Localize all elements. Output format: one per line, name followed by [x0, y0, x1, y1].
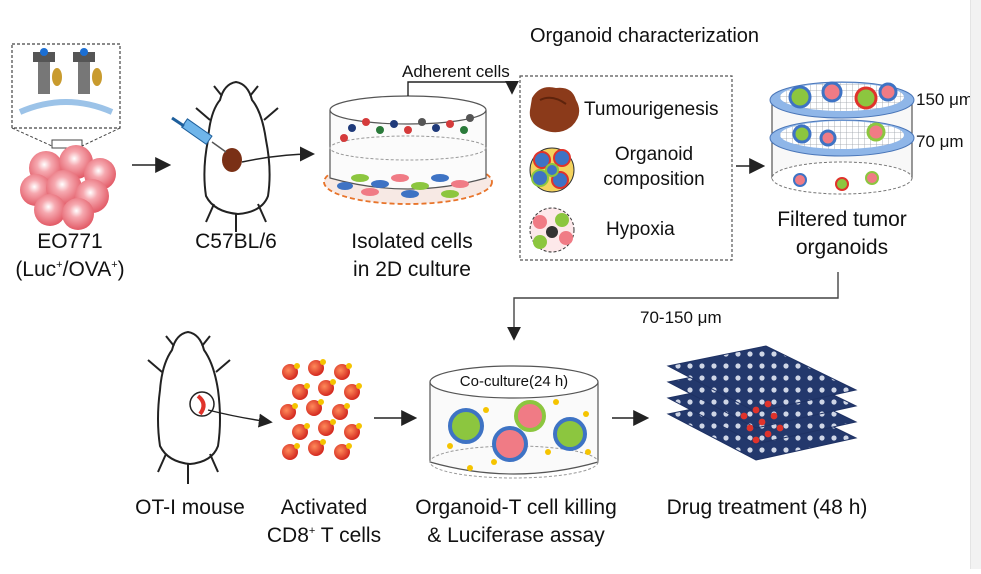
t-cell — [280, 404, 296, 420]
coculture-t-cells — [447, 399, 591, 471]
large-organoids — [788, 81, 898, 110]
t-cell — [334, 364, 350, 380]
eo771-cell-cluster — [20, 145, 116, 230]
syringe-icon — [171, 116, 227, 153]
t-cell-marker — [292, 403, 298, 409]
t-cell — [306, 400, 322, 416]
eo771-name: EO771 — [37, 230, 103, 253]
medium-organoids — [792, 122, 886, 147]
t-cell — [318, 380, 334, 396]
size-range-label: 70-150 μm — [640, 308, 722, 327]
adherent-cells-layer — [337, 174, 469, 198]
t-cell — [308, 360, 324, 376]
filtered-label: Filtered tumor organoids — [777, 208, 907, 259]
cd8-line: CD8+ T cells — [266, 524, 382, 547]
t-cell-marker — [330, 379, 336, 385]
t-cell — [292, 384, 308, 400]
tumourigenesis-label: Tumourigenesis — [584, 99, 719, 120]
t-cell-marker — [294, 443, 300, 449]
activated-label: Activated CD8+ T cells — [262, 494, 386, 550]
adherent-label: Adherent cells — [402, 62, 510, 81]
composition-label: Organoid composition — [603, 144, 705, 190]
drug-plates — [666, 345, 858, 461]
ot1-label: OT-I mouse — [135, 496, 245, 519]
eo771-label: EO771 (Luc+/OVA+) — [12, 228, 128, 284]
mesh-70-label: 70 μm — [916, 132, 964, 151]
hypoxia-icon — [529, 207, 575, 253]
t-cell-marker — [294, 363, 300, 369]
t-cell — [282, 444, 298, 460]
t-cell-marker — [356, 383, 362, 389]
size-arrow — [507, 272, 839, 341]
vertical-scrollbar[interactable] — [970, 0, 981, 569]
coculture-dish — [429, 365, 599, 479]
coculture-label: Co-culture(24 h) — [459, 373, 569, 390]
t-cell — [344, 424, 360, 440]
t-cell — [308, 440, 324, 456]
small-organoids — [793, 171, 879, 191]
killing-label: Organoid-T cell killing & Luciferase ass… — [415, 496, 617, 547]
characterization-title: Organoid characterization — [530, 25, 760, 47]
coculture-organoids — [448, 400, 587, 462]
culture-dish-2d — [323, 95, 493, 205]
suspended-cells — [340, 114, 474, 142]
adherent-arrow — [407, 80, 519, 96]
hypoxia-label: Hypoxia — [606, 219, 675, 240]
c57-mouse-illustration — [171, 80, 315, 232]
t-cell-marker — [320, 439, 326, 445]
eo771-markers: (Luc+/OVA+) — [15, 258, 125, 281]
activated-t-cells — [280, 359, 362, 460]
t-cell — [292, 424, 308, 440]
organoid-composition-icon — [529, 147, 575, 193]
isolated-label: Isolated cells in 2D culture — [351, 230, 473, 281]
t-cell-marker — [356, 423, 362, 429]
drug-label: Drug treatment (48 h) — [666, 496, 868, 519]
t-cell-marker — [320, 359, 326, 365]
t-cell-marker — [346, 443, 352, 449]
t-cell-marker — [304, 423, 310, 429]
c57-label: C57BL/6 — [195, 230, 277, 253]
t-cell-marker — [318, 399, 324, 405]
t-cell — [282, 364, 298, 380]
treated-wells — [740, 400, 784, 444]
t-cell-marker — [304, 383, 310, 389]
tumour-icon — [529, 87, 580, 133]
eo771-illustration — [11, 43, 121, 230]
t-cell — [334, 444, 350, 460]
mesh-150-label: 150 μm — [916, 90, 974, 109]
ot1-mouse-illustration — [147, 330, 273, 484]
t-cell — [318, 420, 334, 436]
t-cell — [344, 384, 360, 400]
t-cell — [332, 404, 348, 420]
filter-stack — [769, 81, 915, 195]
characterization-box — [519, 75, 733, 261]
t-cell-marker — [346, 363, 352, 369]
t-cell-marker — [330, 419, 336, 425]
t-cell-marker — [344, 403, 350, 409]
